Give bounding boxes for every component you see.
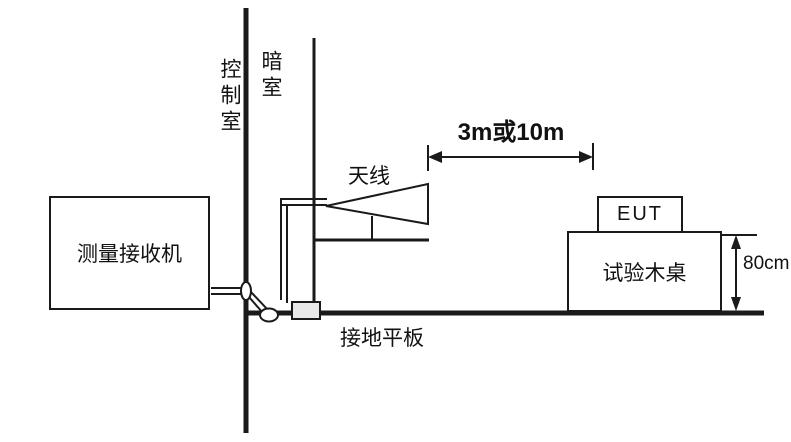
receiver-label: 测量接收机 — [77, 243, 182, 266]
distance-dimension — [427, 143, 594, 171]
arrowhead-up — [731, 235, 741, 249]
arrowhead-left — [428, 151, 442, 163]
distance-label: 3m或10m — [457, 119, 565, 146]
antenna-horn-triangle — [325, 182, 429, 226]
wall-feedthrough-connector — [240, 281, 252, 301]
test-table-label: 试验木桌 — [602, 261, 687, 285]
table-height-label: 80cm — [743, 253, 790, 274]
ground-connector — [259, 307, 279, 323]
chamber-label: 暗室 — [259, 50, 282, 102]
table-height-dimension — [720, 234, 757, 311]
arrowhead-right — [579, 151, 593, 163]
arrowhead-down — [731, 297, 741, 311]
antenna-label: 天线 — [348, 165, 390, 188]
eut-label: EUT — [617, 203, 663, 225]
control-room-label: 控制室 — [218, 58, 241, 136]
antenna-symbol — [314, 182, 429, 242]
cable-line — [248, 296, 264, 314]
ground-plane-label: 接地平板 — [340, 327, 424, 350]
cable-line — [250, 291, 269, 311]
eut-box: EUT — [597, 196, 683, 233]
feedthrough-box — [291, 301, 321, 320]
cable-run — [211, 198, 327, 323]
test-table-box: 试验木桌 — [567, 231, 722, 312]
receiver-box: 测量接收机 — [49, 196, 210, 310]
